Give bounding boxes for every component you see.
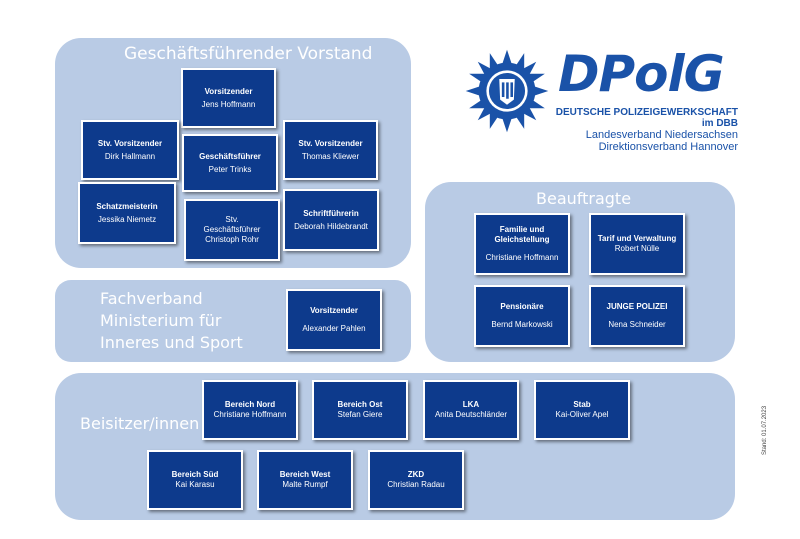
person-name: Robert Nülle xyxy=(614,244,660,253)
fachverband-vorsitzender-box: Vorsitzender Alexander Pahlen xyxy=(286,289,382,351)
role-label: Familie und Gleichstellung xyxy=(494,225,550,244)
role-label: Bereich Ost xyxy=(337,400,383,409)
person-name: Kai Karasu xyxy=(175,480,215,489)
role-label: Bereich West xyxy=(279,470,331,479)
role-label: ZKD xyxy=(407,470,425,479)
junge-polizei-box: JUNGE POLIZEI Nena Schneider xyxy=(589,285,685,347)
fachverband-title-line-1: Fachverband xyxy=(100,289,203,308)
role-label: Bereich Nord xyxy=(224,400,276,409)
person-name: Peter Trinks xyxy=(208,164,252,174)
person-name: Jessika Niemetz xyxy=(97,214,157,224)
union-name: DEUTSCHE POLIZEIGEWERKSCHAFT xyxy=(555,107,738,118)
schriftfuehrerin-box: Schriftführerin Deborah Hildebrandt xyxy=(283,189,379,251)
stv-geschaeftsfuehrer-box: Stv. Geschäftsführer Christoph Rohr xyxy=(184,199,280,261)
beauftragte-title: Beauftragte xyxy=(536,189,632,208)
union-affiliation: im DBB xyxy=(701,118,738,129)
person-name: Christoph Rohr xyxy=(205,235,259,244)
person-name: Dirk Hallmann xyxy=(104,151,156,161)
bereich-sued-box: Bereich Süd Kai Karasu xyxy=(147,450,243,510)
dpolg-logo: DPolG DEUTSCHE POLIZEIGEWERKSCHAFT im DB… xyxy=(462,44,742,156)
person-name: Christian Radau xyxy=(387,480,445,489)
person-name: Thomas Kliewer xyxy=(301,151,360,161)
schatzmeisterin-box: Schatzmeisterin Jessika Niemetz xyxy=(78,182,176,244)
role-label: Stv. Vorsitzender xyxy=(97,138,163,148)
fachverband-title-line-2: Ministerium für xyxy=(100,311,222,330)
stv-vorsitzender-1-box: Stv. Vorsitzender Dirk Hallmann xyxy=(81,120,179,180)
person-name: Jens Hoffmann xyxy=(201,99,256,109)
tarif-verwaltung-box: Tarif und Verwaltung Robert Nülle xyxy=(589,213,685,275)
person-name: Stefan Giere xyxy=(337,410,383,419)
brand-wordmark: DPolG xyxy=(558,45,725,103)
role-label: LKA xyxy=(462,400,480,409)
role-label: Vorsitzender xyxy=(310,306,358,315)
role-label: Tarif und Verwaltung xyxy=(597,234,677,243)
direktionsverband-name: Direktionsverband Hannover xyxy=(598,141,738,153)
person-name: Bernd Markowski xyxy=(491,320,553,329)
person-name: Alexander Pahlen xyxy=(302,324,366,333)
role-label: Schatzmeisterin xyxy=(96,201,158,211)
person-name: Malte Rumpf xyxy=(282,480,328,489)
lka-box: LKA Anita Deutschländer xyxy=(423,380,519,440)
role-label: Vorsitzender xyxy=(204,86,253,96)
beisitzer-title: Beisitzer/innen xyxy=(80,414,200,433)
role-label: Pensionäre xyxy=(500,302,544,311)
bereich-nord-box: Bereich Nord Christiane Hoffmann xyxy=(202,380,298,440)
bereich-ost-box: Bereich Ost Stefan Giere xyxy=(312,380,408,440)
role-label: Stv. Geschäftsführer xyxy=(203,215,261,234)
person-name: Christiane Hoffmann xyxy=(485,253,559,262)
bereich-west-box: Bereich West Malte Rumpf xyxy=(257,450,353,510)
police-star-emblem-icon xyxy=(465,49,549,133)
person-name: Kai-Oliver Apel xyxy=(555,410,609,419)
fachverband-title-line-3: Inneres und Sport xyxy=(100,333,243,352)
stand-date: Stand: 01.07.2023 xyxy=(762,405,768,455)
person-name: Nena Schneider xyxy=(608,320,666,329)
role-label: Stab xyxy=(573,400,591,409)
beauftragte-panel xyxy=(425,182,735,362)
zkd-box: ZKD Christian Radau xyxy=(368,450,464,510)
role-label: Geschäftsführer xyxy=(199,151,261,161)
role-label: JUNGE POLIZEI xyxy=(606,302,668,311)
pensionaere-box: Pensionäre Bernd Markowski xyxy=(474,285,570,347)
vorstand-title: Geschäftsführender Vorstand xyxy=(124,44,373,64)
stab-box: Stab Kai-Oliver Apel xyxy=(534,380,630,440)
person-name: Christiane Hoffmann xyxy=(213,410,287,419)
stv-vorsitzender-2-box: Stv. Vorsitzender Thomas Kliewer xyxy=(283,120,378,180)
familie-gleichstellung-box: Familie und Gleichstellung Christiane Ho… xyxy=(474,213,570,275)
landesverband-name: Landesverband Niedersachsen xyxy=(585,129,738,141)
role-label: Stv. Vorsitzender xyxy=(298,138,363,148)
person-name: Deborah Hildebrandt xyxy=(294,221,368,231)
geschaeftsfuehrer-box: Geschäftsführer Peter Trinks xyxy=(182,134,278,192)
role-label: Bereich Süd xyxy=(171,470,219,479)
vorsitzender-box: Vorsitzender Jens Hoffmann xyxy=(181,68,276,128)
person-name: Anita Deutschländer xyxy=(434,410,508,419)
role-label: Schriftführerin xyxy=(303,208,359,218)
